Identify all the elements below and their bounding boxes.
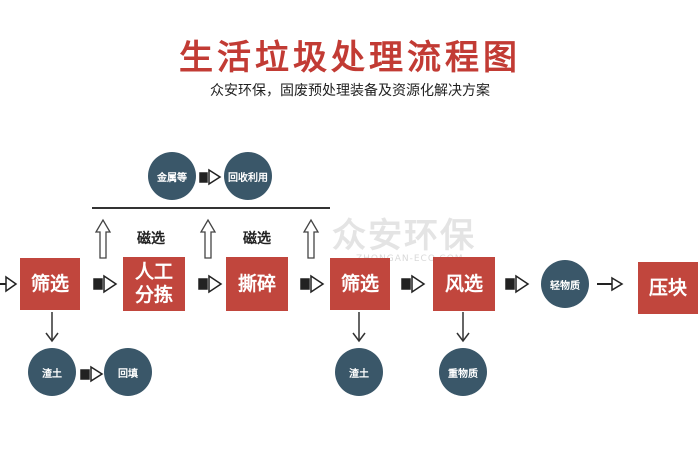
arrow-light-to-briquetting	[597, 276, 624, 292]
step-shredding: 撕碎	[226, 257, 288, 311]
output-residue-soil-1: 渣土	[28, 348, 76, 396]
arrow-air-to-light	[505, 274, 530, 294]
diagram-title: 生活垃圾处理流程图	[179, 38, 521, 78]
step-screening-2: 筛选	[330, 258, 390, 310]
arrow-sorting-to-shredding	[198, 274, 223, 294]
watermark-url: ZHONGAN-ECO.COM	[356, 254, 464, 264]
output-backfill: 回填	[104, 348, 152, 396]
output-residue-soil-2: 渣土	[335, 348, 383, 396]
arrow-in	[0, 275, 18, 293]
step-screening-1: 筛选	[20, 258, 80, 310]
down-arrow-screening1	[45, 312, 59, 343]
output-heavy-materials: 重物质	[439, 348, 487, 396]
step-briquetting: 压块	[638, 262, 698, 314]
magnetic-label-2: 磁选	[243, 231, 271, 247]
up-arrow-shredding	[199, 218, 217, 259]
step-manual-sorting: 人工 分拣	[123, 257, 185, 311]
arrow-residue-to-backfill	[80, 365, 104, 383]
arrow-metals-to-recycling	[199, 168, 222, 186]
arrow-screening1-to-sorting	[93, 274, 118, 294]
up-arrow-manual-sorting	[94, 218, 112, 259]
arrow-screening2-to-air	[401, 274, 426, 294]
diagram-subtitle: 众安环保，固废预处理装备及资源化解决方案	[210, 83, 490, 99]
arrow-shredding-to-screening2	[300, 274, 325, 294]
watermark-logo-text: 众安环保	[332, 216, 476, 256]
step-air-separation: 风选	[433, 257, 495, 311]
down-arrow-air	[456, 312, 470, 343]
output-recycling: 回收利用	[224, 152, 272, 200]
up-arrow-screening-2	[302, 218, 320, 259]
down-arrow-screening2	[352, 312, 366, 343]
output-light-materials: 轻物质	[541, 260, 589, 308]
output-metals: 金属等	[148, 152, 196, 200]
magnetic-label-1: 磁选	[137, 231, 165, 247]
